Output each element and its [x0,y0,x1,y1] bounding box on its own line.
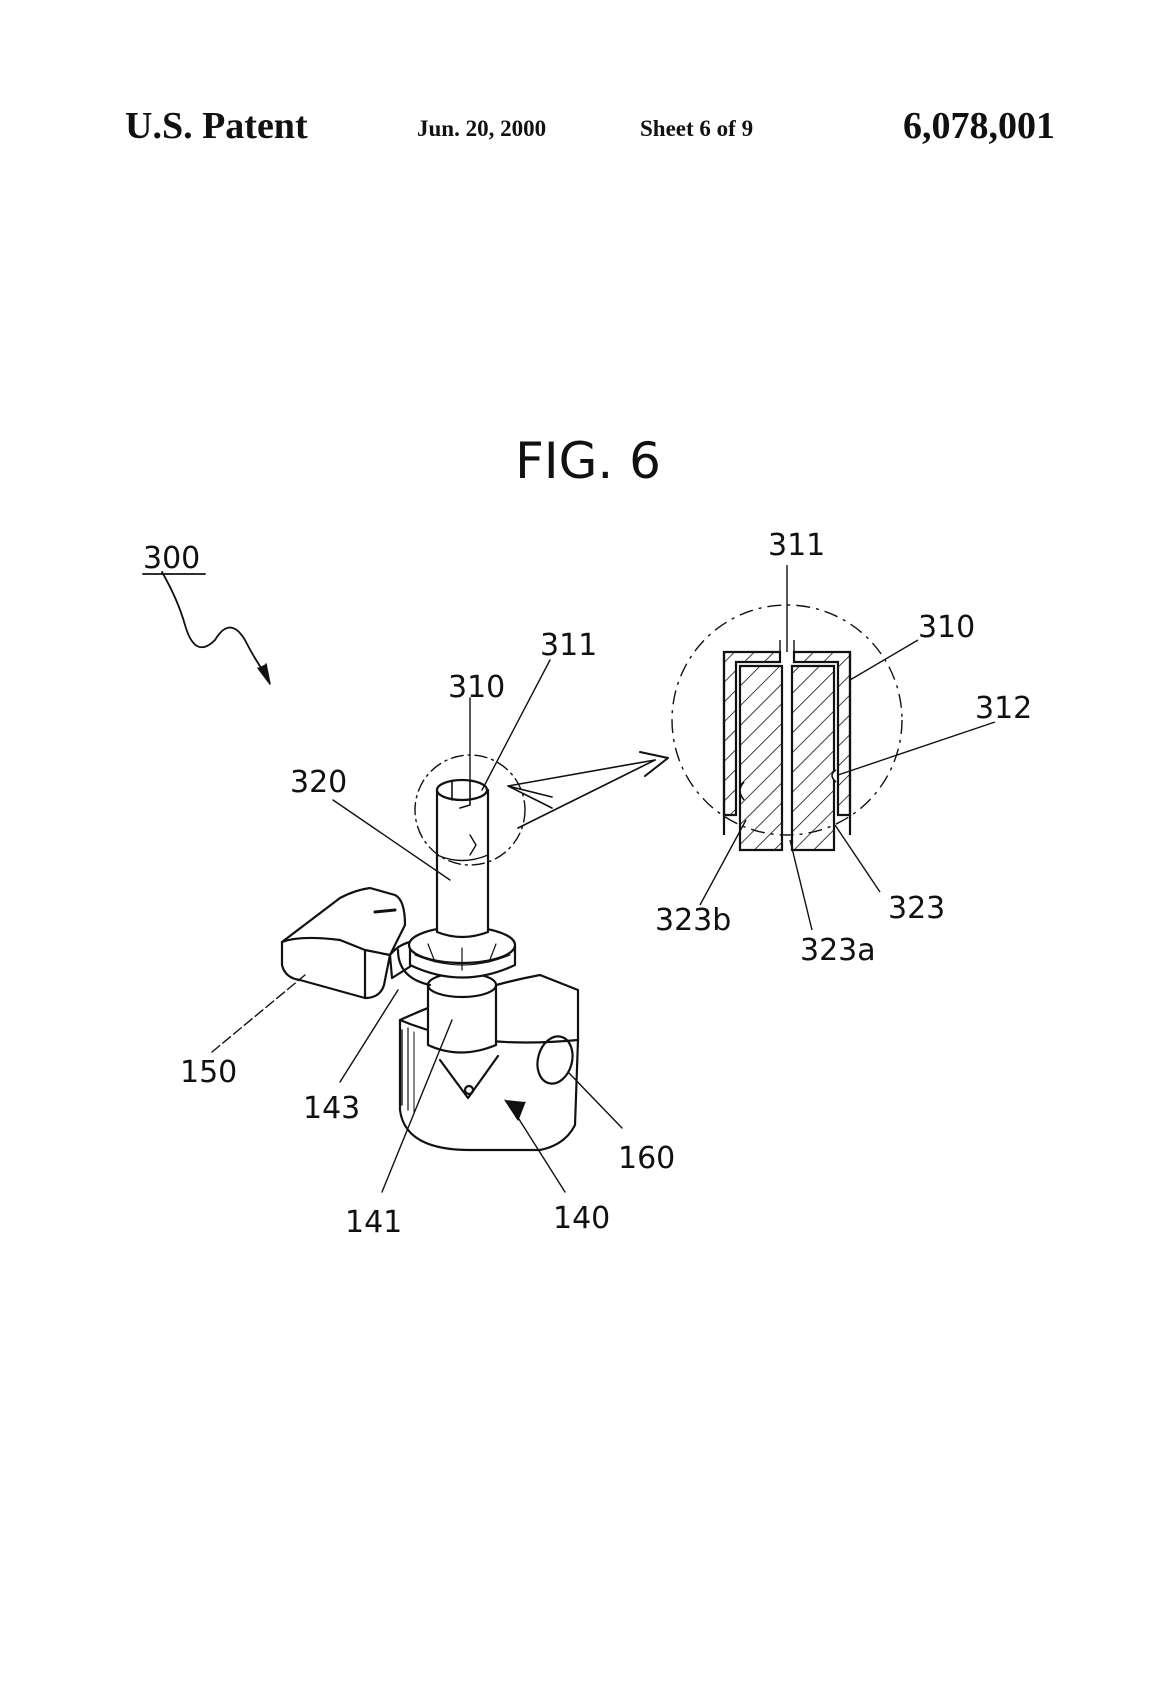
label-300: 300 [143,541,200,576]
label-141: 141 [345,1205,402,1240]
assembly-illustration [142,571,669,1193]
label-140: 140 [553,1201,610,1236]
label-160: 160 [618,1141,675,1176]
header-date: Jun. 20, 2000 [417,116,547,141]
detail-view [671,604,903,852]
block-140 [398,973,580,1152]
label-detail-311: 311 [768,528,825,563]
header-title: U.S. Patent [125,105,308,147]
nut [396,925,517,987]
label-150: 150 [180,1055,237,1090]
label-detail-323: 323 [888,891,945,926]
label-detail-310: 310 [918,610,975,645]
shaft-320 [435,778,490,939]
label-detail-323b: 323b [655,903,731,938]
knob-150 [280,886,407,1000]
label-311: 311 [540,628,597,663]
detail-leader [507,759,656,809]
detail-circle-large [671,604,903,836]
hole-160 [536,1035,574,1085]
label-detail-312: 312 [975,691,1032,726]
post-141 [426,971,498,1054]
figure-title: FIG. 6 [515,432,661,490]
label-320: 320 [290,765,347,800]
label-detail-323a: 323a [800,933,876,968]
arrow-300 [161,571,269,679]
header-sheet: Sheet 6 of 9 [640,116,754,141]
shaft-323 [738,664,784,852]
label-143: 143 [303,1091,360,1126]
header-patent-number: 6,078,001 [903,105,1055,147]
label-310: 310 [448,670,505,705]
